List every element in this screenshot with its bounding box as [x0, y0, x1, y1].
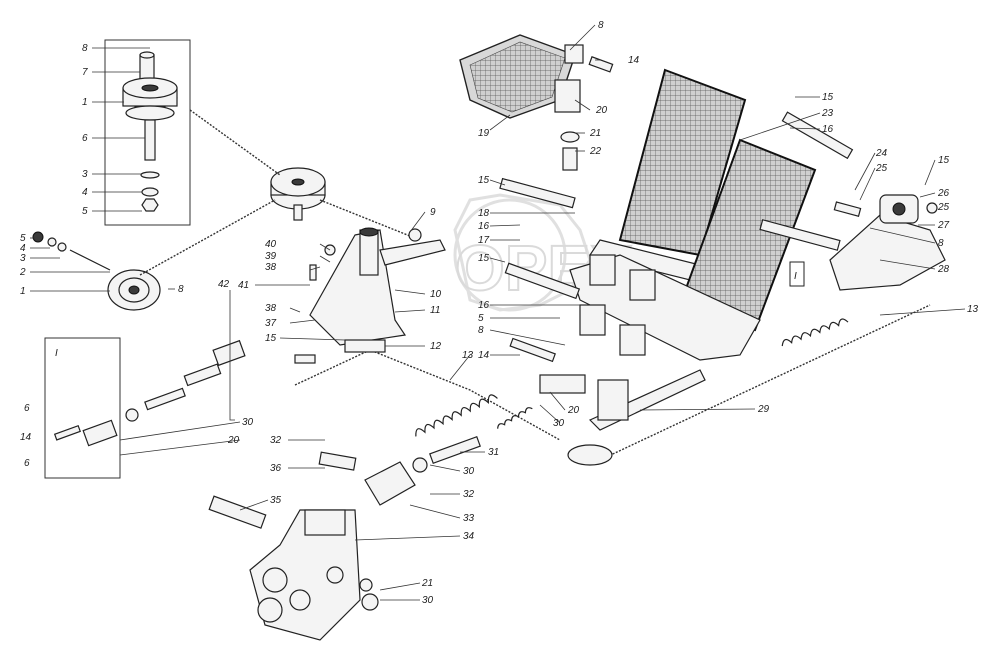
label-30: 30: [422, 595, 434, 606]
brake-valve: [208, 495, 379, 641]
label-16: 16: [478, 300, 490, 311]
label-8: 8: [82, 43, 88, 54]
shafts: [499, 111, 854, 363]
label-32: 32: [270, 435, 282, 446]
label-19: 19: [478, 128, 490, 139]
label-16: 16: [822, 124, 834, 135]
label-3: 3: [20, 253, 26, 264]
right-bracket: [829, 194, 946, 291]
label-25: 25: [937, 202, 950, 213]
large-pedal-2: [678, 138, 817, 332]
label-21: 21: [421, 578, 433, 589]
label-13: 13: [967, 304, 979, 315]
label-41: 41: [238, 280, 249, 291]
label-15: 15: [478, 175, 490, 186]
label-15: 15: [938, 155, 950, 166]
cable-left: [139, 199, 276, 276]
label-37: 37: [265, 318, 277, 329]
label-33: 33: [463, 513, 475, 524]
group-i-marker: I: [794, 271, 797, 282]
label-38: 38: [265, 303, 277, 314]
label-7: 7: [82, 67, 88, 78]
label-6: 6: [82, 133, 88, 144]
label-8: 8: [478, 325, 484, 336]
label-31: 31: [488, 447, 499, 458]
label-4: 4: [82, 187, 88, 198]
label-14: 14: [478, 350, 490, 361]
label-9: 9: [430, 207, 436, 218]
label-16: 16: [478, 221, 490, 232]
clevis-parts: [294, 354, 481, 506]
lower-left-pulley: [32, 231, 161, 311]
label-14: 14: [20, 432, 32, 443]
label-10: 10: [430, 289, 442, 300]
group-i-marker-box: [789, 261, 805, 287]
label-30: 30: [463, 466, 475, 477]
upper-pulley: [270, 167, 326, 221]
label-17: 17: [478, 235, 490, 246]
label-15: 15: [822, 92, 834, 103]
label-i: I: [55, 348, 58, 359]
label-6: 6: [24, 403, 30, 414]
cable-upper: [189, 109, 281, 176]
label-20: 20: [567, 405, 580, 416]
label-27: 27: [937, 220, 950, 231]
label-35: 35: [270, 495, 282, 506]
label-28: 28: [937, 264, 950, 275]
label-30: 30: [242, 417, 254, 428]
label-23: 23: [821, 108, 834, 119]
label-20: 20: [595, 105, 608, 116]
label-40: 40: [265, 239, 277, 250]
label-15: 15: [265, 333, 277, 344]
label-8: 8: [178, 284, 184, 295]
lever-assembly: [539, 369, 706, 466]
cable-right: [599, 304, 931, 461]
label-38: 38: [265, 262, 277, 273]
label-13: 13: [462, 350, 474, 361]
detail-frame-top: [104, 39, 191, 226]
label-29: 29: [757, 404, 770, 415]
label-12: 12: [430, 341, 442, 352]
label-15: 15: [478, 253, 490, 264]
springs: [415, 318, 849, 437]
label-34: 34: [463, 531, 475, 542]
label-8: 8: [938, 238, 944, 249]
label-3: 3: [82, 169, 88, 180]
pedal-base: [569, 254, 761, 361]
label-1: 1: [20, 286, 26, 297]
label-26: 26: [937, 188, 950, 199]
part-labels: 8 7 1 6 3 4 5 5 4 3 2 1 8 42 I 6 14 6 30…: [19, 20, 979, 606]
label-22: 22: [589, 146, 602, 157]
group-i-parts: [53, 339, 246, 447]
label-32: 32: [463, 489, 475, 500]
label-18: 18: [478, 208, 490, 219]
pulley-stack: [122, 51, 178, 212]
label-5: 5: [478, 313, 484, 324]
small-pedal: [459, 34, 614, 171]
label-25: 25: [875, 163, 888, 174]
label-36: 36: [270, 463, 282, 474]
detail-frame-group-i: [44, 337, 121, 479]
leader-lines: [30, 24, 966, 601]
label-2: 2: [19, 267, 26, 278]
central-bracket: [309, 227, 446, 353]
label-20: 20: [227, 435, 240, 446]
label-6: 6: [24, 458, 30, 469]
label-30: 30: [553, 418, 565, 429]
label-14: 14: [628, 55, 640, 66]
label-5: 5: [82, 206, 88, 217]
label-4: 4: [20, 243, 26, 254]
label-1: 1: [82, 97, 88, 108]
label-8: 8: [598, 20, 604, 31]
label-39: 39: [265, 251, 277, 262]
label-5: 5: [20, 233, 26, 244]
label-24: 24: [875, 148, 888, 159]
cable-center: [319, 199, 421, 241]
label-11: 11: [430, 305, 440, 316]
cable-lower: [294, 349, 561, 441]
label-21: 21: [589, 128, 601, 139]
label-42: 42: [218, 279, 230, 290]
